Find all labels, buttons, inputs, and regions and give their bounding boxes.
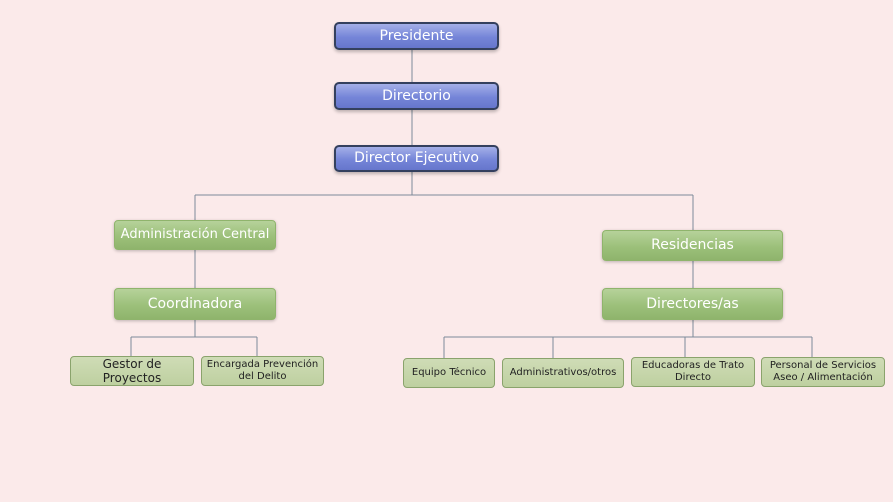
node-personal-label-line2: Aseo / Alimentación — [773, 372, 873, 383]
node-residencias-label: Residencias — [651, 237, 734, 254]
node-educadoras: Educadoras de Trato Directo — [631, 357, 755, 387]
node-residencias: Residencias — [602, 230, 783, 261]
node-educadoras-label-line2: Directo — [674, 372, 712, 383]
node-encargada-label-line2: del Delito — [238, 371, 287, 382]
node-presidente-label: Presidente — [379, 27, 454, 44]
node-administracion-central: Administración Central — [114, 220, 276, 250]
node-gestor-proyectos-label: Gestor de Proyectos — [102, 356, 162, 385]
node-coordinadora-label: Coordinadora — [147, 295, 243, 312]
node-personal-label-line1: Personal de Servicios — [769, 360, 877, 371]
node-directores: Directores/as — [602, 288, 783, 320]
node-directorio: Directorio — [334, 82, 499, 110]
node-directores-label: Directores/as — [646, 295, 739, 312]
node-personal-servicios: Personal de Servicios Aseo / Alimentació… — [761, 357, 885, 387]
node-encargada-prevencion: Encargada Prevención del Delito — [201, 356, 324, 386]
node-equipo-tecnico: Equipo Técnico — [403, 358, 495, 388]
node-administrativos-label: Administrativos/otros — [509, 367, 617, 378]
node-directorio-label: Directorio — [382, 87, 451, 104]
node-equipo-tecnico-label: Equipo Técnico — [411, 367, 487, 378]
node-administrativos: Administrativos/otros — [502, 358, 624, 388]
node-gestor-proyectos: Gestor de Proyectos — [70, 356, 194, 386]
node-presidente: Presidente — [334, 22, 499, 50]
node-administracion-central-label: Administración Central — [120, 227, 270, 243]
node-director-ejecutivo-label: Director Ejecutivo — [354, 150, 479, 167]
node-coordinadora: Coordinadora — [114, 288, 276, 320]
node-director-ejecutivo: Director Ejecutivo — [334, 145, 499, 172]
node-encargada-label-line1: Encargada Prevención — [206, 359, 319, 370]
node-educadoras-label-line1: Educadoras de Trato — [641, 360, 745, 371]
